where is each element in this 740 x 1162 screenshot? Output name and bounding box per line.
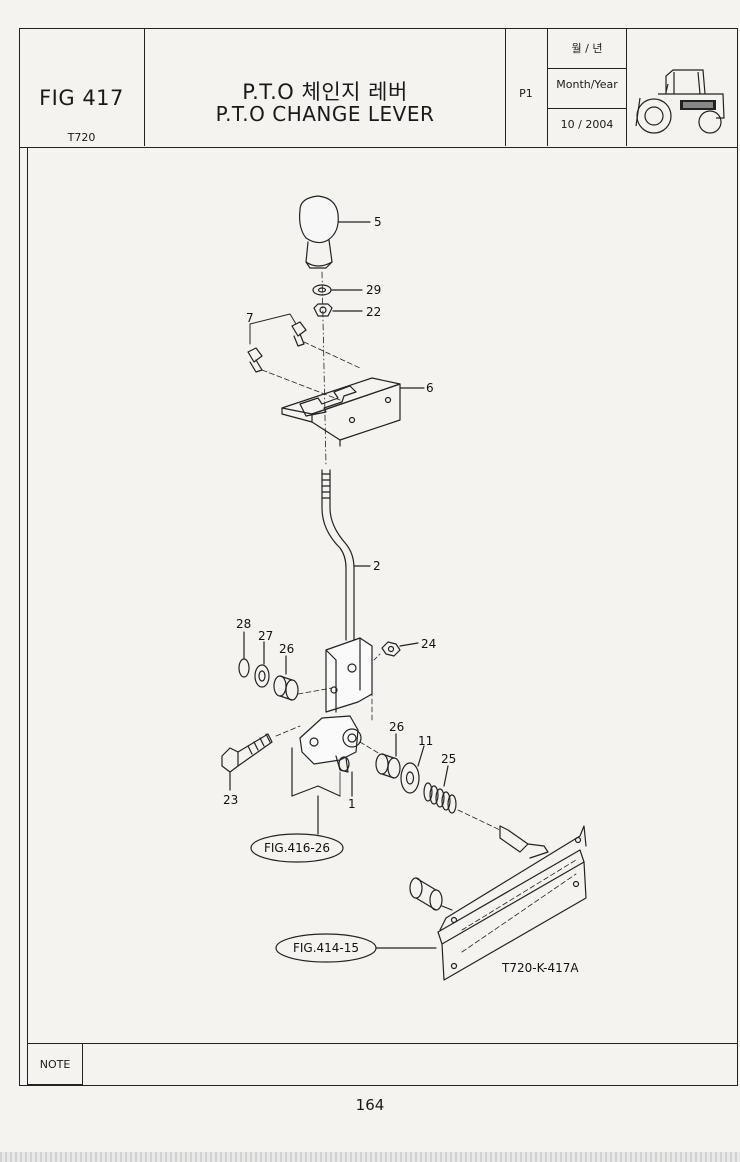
- note-divider: [27, 1043, 738, 1044]
- page-frame: [19, 28, 738, 1086]
- part-label-24: 24: [421, 637, 436, 651]
- part-label-1: 1: [348, 797, 356, 811]
- part-label-7: 7: [246, 311, 254, 325]
- inner-border: [27, 148, 28, 1085]
- gate-plate: [281, 377, 425, 447]
- spring-part: [423, 765, 501, 831]
- part-label-29: 29: [366, 283, 381, 297]
- date-value: 10 / 2004: [560, 118, 614, 131]
- part-label-25: 25: [441, 752, 456, 766]
- page-number: 164: [355, 1096, 385, 1114]
- reference-fig414: FIG.414-15: [293, 941, 359, 955]
- drawing-code: T720-K-417A: [501, 961, 579, 975]
- date-header-korean: 월 / 년: [571, 42, 603, 55]
- tractor-icon: [635, 69, 725, 134]
- part-label-5: 5: [374, 215, 382, 229]
- model-code: T720: [67, 131, 96, 144]
- part-label-2: 2: [373, 559, 381, 573]
- figure-number: FIG 417: [39, 86, 124, 110]
- reference-oval-414: [275, 933, 377, 963]
- lever-yoke: [325, 637, 373, 713]
- title-block: FIG 417 T720 P.T.O 체인지 레버 P.T.O CHANGE L…: [19, 28, 738, 148]
- divider: [547, 28, 548, 146]
- part-label-27: 27: [258, 629, 273, 643]
- title-korean: P.T.O 체인지 레버: [242, 80, 408, 104]
- pin-bolt: [221, 725, 301, 791]
- lever-rod: [321, 469, 371, 641]
- title-english: P.T.O CHANGE LEVER: [215, 102, 435, 126]
- reference-fig416: FIG.416-26: [264, 841, 330, 855]
- part-label-22: 22: [366, 305, 381, 319]
- part-label-26-right: 26: [389, 720, 404, 734]
- divider: [547, 108, 626, 109]
- note-label: NOTE: [27, 1043, 83, 1085]
- part-label-28: 28: [236, 617, 251, 631]
- part-label-23: 23: [223, 793, 238, 807]
- bolt-part: [247, 313, 361, 401]
- page-ref: P1: [519, 87, 533, 100]
- divider: [505, 28, 506, 146]
- knob-part: [299, 195, 371, 269]
- date-header-english: Month/Year: [556, 78, 618, 91]
- rail-assembly: [409, 825, 587, 981]
- divider: [626, 28, 627, 146]
- part-label-6: 6: [426, 381, 434, 395]
- divider: [144, 28, 145, 146]
- scan-edge: [0, 1152, 740, 1162]
- pivot-body: [291, 665, 373, 797]
- part-label-11: 11: [418, 734, 433, 748]
- divider: [547, 68, 626, 69]
- reference-oval-416: [250, 833, 344, 863]
- part-label-26-left: 26: [279, 642, 294, 656]
